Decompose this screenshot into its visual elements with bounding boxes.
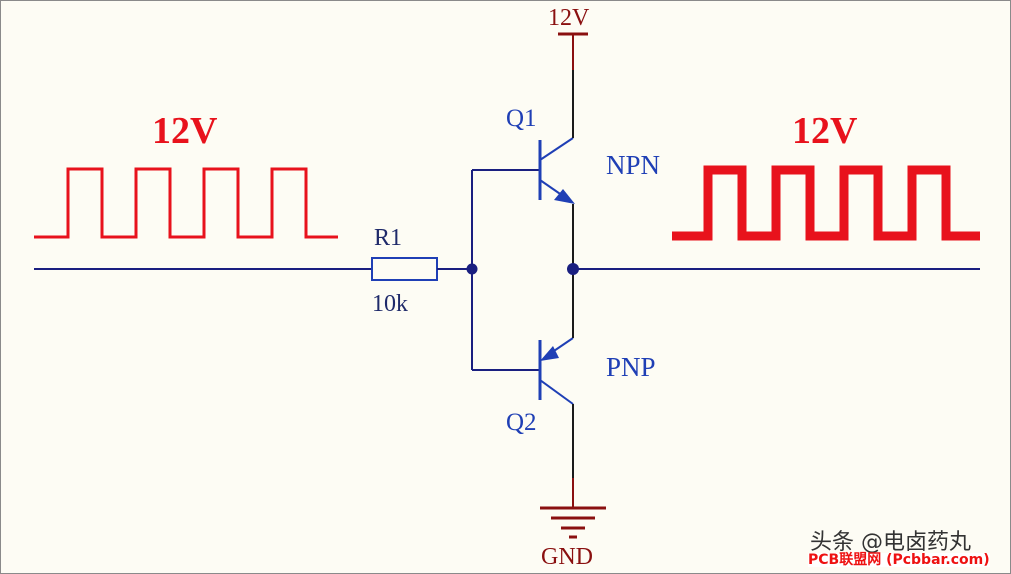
q1-designator: Q1: [506, 105, 537, 132]
vcc-power-symbol: [558, 32, 588, 70]
q2-designator: Q2: [506, 409, 537, 436]
ground-symbol: [540, 478, 606, 539]
watermark-author: 头条 @电卤药丸: [810, 530, 971, 555]
output-square-wave: [672, 165, 980, 241]
transistor-q2-pnp: [538, 337, 574, 405]
q1-type-label: NPN: [606, 150, 661, 180]
watermark-site: PCB联盟网 (Pcbbar.com): [808, 552, 990, 568]
output-voltage-label: 12V: [792, 110, 858, 152]
input-square-wave: [34, 167, 338, 239]
r1-value: 10k: [372, 291, 408, 317]
gnd-net-label: GND: [541, 544, 593, 570]
input-voltage-label: 12V: [152, 110, 218, 152]
transistor-q1-npn: [538, 137, 575, 204]
r1-designator: R1: [374, 225, 403, 251]
q2-type-label: PNP: [606, 352, 656, 382]
vcc-net-label: 12V: [548, 5, 590, 31]
resistor-r1: [371, 257, 438, 281]
